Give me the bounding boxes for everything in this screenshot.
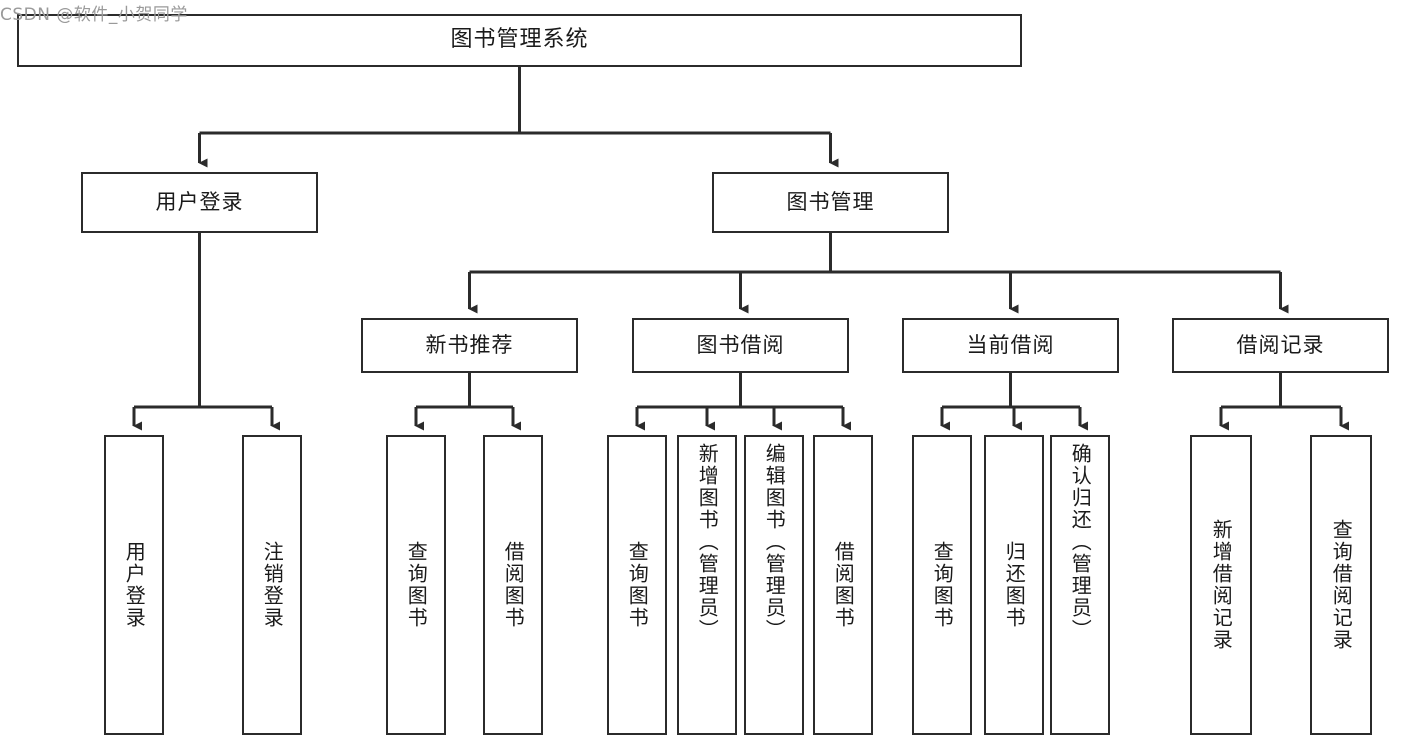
node-label: 编辑图书（管理员） [762, 443, 787, 641]
node-label: 用户登录 [122, 541, 147, 629]
node-l-user-login[interactable]: 用户登录 [104, 435, 164, 735]
node-label: 查询图书 [930, 541, 955, 629]
node-label: 新增图书（管理员） [695, 443, 720, 641]
node-label: 查询图书 [404, 541, 429, 629]
node-label: 借阅图书 [501, 541, 526, 629]
node-l-brw-query-book[interactable]: 查询图书 [607, 435, 667, 735]
node-n-borrow-record[interactable]: 借阅记录 [1172, 318, 1389, 373]
node-label: 借阅记录 [1236, 332, 1325, 357]
node-l-rec-query-book[interactable]: 查询图书 [386, 435, 446, 735]
node-l-cur-return-book[interactable]: 归还图书 [984, 435, 1044, 735]
node-label: 注销登录 [260, 541, 285, 629]
node-label: 图书管理系统 [450, 27, 589, 53]
node-l-rec-query-record[interactable]: 查询借阅记录 [1310, 435, 1372, 735]
node-label: 用户登录 [155, 189, 244, 214]
node-l-brw-edit-book[interactable]: 编辑图书（管理员） [744, 435, 804, 735]
node-n-book-borrow[interactable]: 图书借阅 [632, 318, 849, 373]
node-l-brw-add-book[interactable]: 新增图书（管理员） [677, 435, 737, 735]
node-label: 归还图书 [1002, 541, 1027, 629]
node-n-user-login[interactable]: 用户登录 [81, 172, 318, 233]
node-label: 图书管理 [786, 189, 875, 214]
node-label: 图书借阅 [696, 332, 785, 357]
node-label: 借阅图书 [831, 541, 856, 629]
node-label: 新增借阅记录 [1209, 519, 1234, 651]
node-n-current-borrow[interactable]: 当前借阅 [902, 318, 1119, 373]
node-label: 确认归还（管理员） [1068, 443, 1093, 641]
node-n-new-book-rec[interactable]: 新书推荐 [361, 318, 578, 373]
node-l-cur-confirm-return[interactable]: 确认归还（管理员） [1050, 435, 1110, 735]
node-label: 当前借阅 [966, 332, 1055, 357]
node-l-brw-borrow-book[interactable]: 借阅图书 [813, 435, 873, 735]
node-label: 新书推荐 [425, 332, 514, 357]
node-l-logout[interactable]: 注销登录 [242, 435, 302, 735]
node-l-rec-borrow-book[interactable]: 借阅图书 [483, 435, 543, 735]
node-n-book-mgmt[interactable]: 图书管理 [712, 172, 949, 233]
node-label: 查询图书 [625, 541, 650, 629]
csdn-watermark: CSDN @软件_小贺同学 [0, 5, 188, 25]
node-l-cur-query-book[interactable]: 查询图书 [912, 435, 972, 735]
node-root[interactable]: 图书管理系统 [17, 14, 1022, 67]
node-label: 查询借阅记录 [1329, 519, 1354, 651]
node-l-rec-add-record[interactable]: 新增借阅记录 [1190, 435, 1252, 735]
